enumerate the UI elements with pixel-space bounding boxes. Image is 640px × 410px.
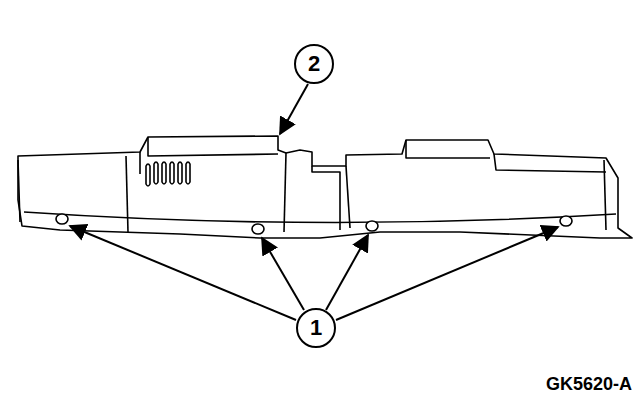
- vent-slot: [162, 162, 166, 184]
- callout-number: 2: [308, 53, 320, 75]
- vent-slot: [186, 162, 190, 184]
- vent-slot: [154, 162, 158, 184]
- fold-line: [494, 154, 606, 172]
- fold-line: [604, 160, 606, 230]
- bolt: [252, 224, 264, 234]
- callout-number: 1: [310, 317, 322, 339]
- fold-line: [139, 152, 141, 174]
- leader-line: [280, 84, 308, 134]
- fold-line: [346, 166, 350, 228]
- leader-line: [336, 227, 558, 320]
- fold-line: [406, 140, 490, 158]
- bolt: [366, 221, 378, 231]
- fold-line: [24, 212, 616, 223]
- fold-line: [148, 137, 278, 156]
- bolt: [56, 214, 68, 224]
- fold-line: [312, 166, 340, 230]
- vent-slot: [146, 164, 150, 186]
- bolt: [560, 216, 572, 226]
- leader-line: [326, 235, 368, 310]
- fold-line: [18, 160, 20, 222]
- shield-outline: [18, 136, 632, 238]
- fold-line: [126, 156, 128, 232]
- figure-code: GK5620-A: [546, 374, 632, 395]
- fold-line: [284, 153, 286, 232]
- callout-circle: 2: [294, 44, 334, 84]
- vent-slot: [170, 162, 174, 184]
- callout-circle: 1: [296, 308, 336, 348]
- leader-line: [262, 238, 304, 310]
- vent-slot: [178, 162, 182, 184]
